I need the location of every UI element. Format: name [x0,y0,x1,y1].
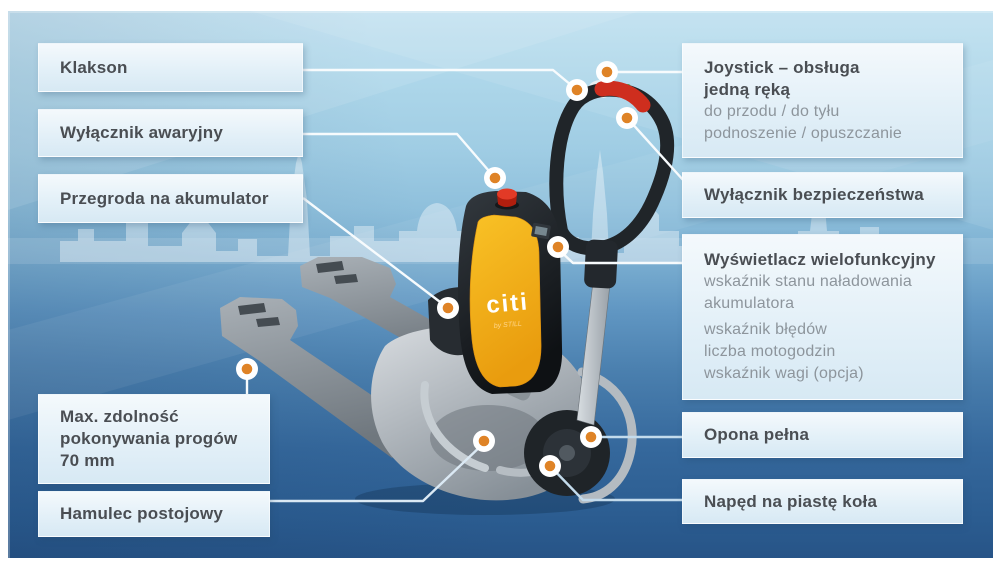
dot-awaryjny [484,167,506,189]
line-przegroda [302,197,449,309]
dot-joystick [596,61,618,83]
callout-opona: Opona pełna [682,412,963,458]
callout-przegroda: Przegroda na akumulator [38,174,303,223]
callout-joystick-title1: Joystick – obsługa [704,57,860,77]
line-awaryjny [303,132,496,179]
citi-logo-sub: by STILL [494,321,523,330]
callout-max-zdolnosc: Max. zdolność pokonywania progów 70 mm [38,394,270,484]
chassis-tube [420,381,489,472]
dot-opona [580,426,602,448]
callout-klakson-label: Klakson [60,57,128,77]
handle-grip-red [594,80,651,113]
callout-hamulec-label: Hamulec postojowy [60,504,224,523]
callout-wylacznik-awaryjny-label: Wyłącznik awaryjny [60,123,223,142]
callout-naped-label: Napęd na piastę koła [704,491,878,511]
callout-wyswietlacz-sub5: wskaźnik wagi (opcja) [704,365,864,382]
callout-wyswietlacz-sub1: wskaźnik stanu naładowania [704,273,912,290]
callout-max-zdolnosc-line1: Max. zdolność [60,407,179,426]
callout-max-zdolnosc-line3: 70 mm [60,451,115,470]
callout-opona-label: Opona pełna [704,425,810,444]
callout-wyswietlacz-sub3: wskaźnik błędów [704,321,828,338]
line-bezpieczenstwa [628,119,685,182]
dot-wyswietlacz [547,236,569,258]
emergency-stop-button [495,188,519,210]
callout-bezpieczenstwa-label: Wyłącznik bezpieczeństwa [704,185,924,204]
callout-przegroda-label: Przegroda na akumulator [60,188,269,208]
callout-wyswietlacz-sub2: akumulatora [704,295,795,312]
multifunction-display [531,222,551,240]
line-hamulec [270,442,485,503]
callout-wyswietlacz-sub4: liczba motogodzin [704,343,836,360]
callout-wyswietlacz-title: Wyświetlacz wielofunkcyjny [704,250,936,269]
callout-joystick: Joystick – obsługa jedną ręką do przodu … [682,43,963,158]
dot-przegroda [437,297,459,319]
callout-joystick-sub1: do przodu / do tyłu [704,102,840,120]
pallet-truck: citi by STILL [220,80,675,515]
callout-bezpieczenstwa: Wyłącznik bezpieczeństwa [682,172,963,218]
dot-naped [539,455,561,477]
callout-hamulec: Hamulec postojowy [38,491,270,537]
dot-klakson [566,79,588,101]
wheel-fender [577,367,637,504]
fork-front [220,297,415,458]
callout-joystick-sub2: podnoszenie / opuszczanie [704,124,903,142]
callout-dots [236,61,638,477]
line-naped [550,466,684,502]
dot-bezpieczenstwa [616,107,638,129]
callout-wyswietlacz: Wyświetlacz wielofunkcyjny wskaźnik stan… [682,234,963,400]
citi-logo: citi [485,288,530,319]
callout-joystick-title2: jedną ręką [704,79,791,99]
callout-max-zdolnosc-line2: pokonywania progów [60,429,238,448]
tiller-shaft [576,281,611,426]
callout-naped: Napęd na piastę koła [682,479,963,524]
yellow-panel [469,214,542,388]
dot-max [236,358,258,380]
callout-wylacznik-awaryjny: Wyłącznik awaryjny [38,109,303,157]
callout-klakson: Klakson [38,43,303,92]
dot-hamulec [473,430,495,452]
